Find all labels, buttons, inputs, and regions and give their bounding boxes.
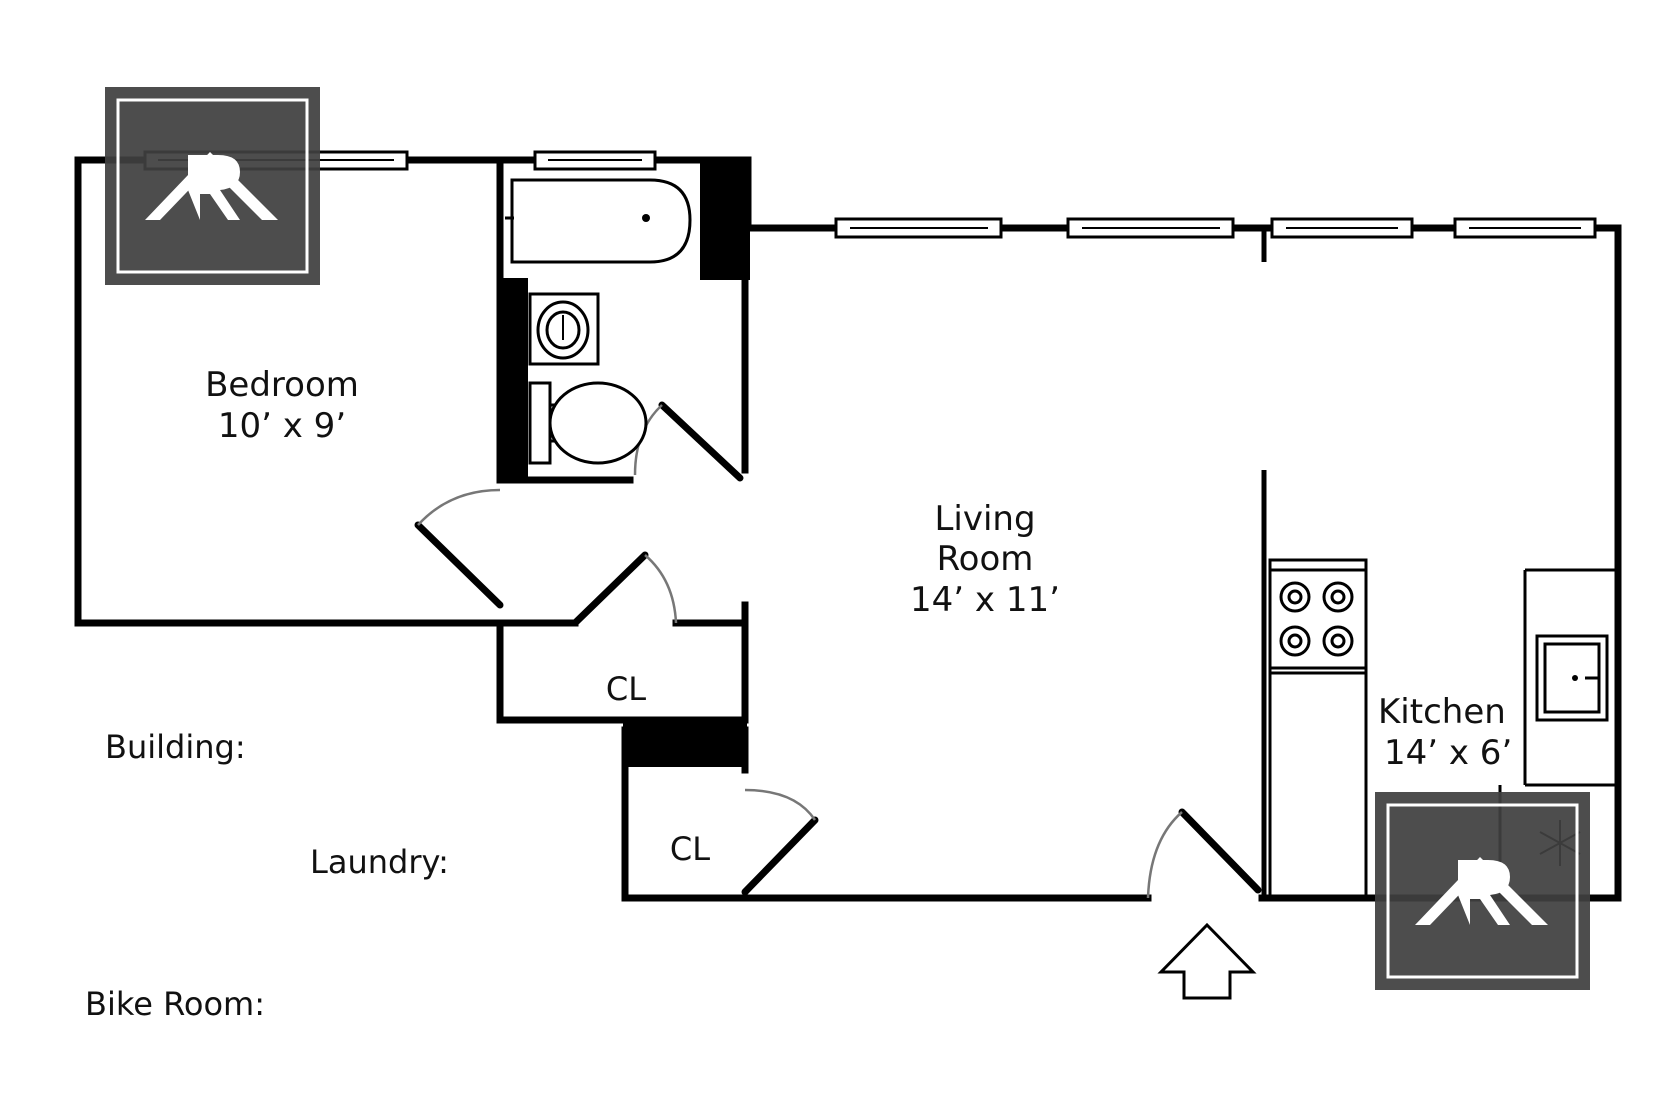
closet-2-door <box>741 816 819 896</box>
window <box>1066 217 1235 239</box>
toilet-icon <box>528 381 648 465</box>
window <box>834 217 1003 239</box>
bedroom-door-swing <box>417 488 501 526</box>
closet-2-label: CL <box>670 830 710 868</box>
bath-door <box>658 401 744 482</box>
building-label: Building: <box>105 728 246 766</box>
window <box>1453 217 1597 239</box>
kitchen-name: Kitchen <box>1378 692 1506 732</box>
kitchen-sink-icon <box>1535 634 1609 722</box>
entry-arrow-icon <box>1157 922 1257 1000</box>
living-size: 14’ x 11’ <box>910 580 1060 620</box>
bathtub-icon <box>505 178 692 264</box>
living-name-line1: Living <box>934 499 1035 539</box>
windows <box>143 150 1597 239</box>
entry-door <box>1178 808 1262 894</box>
bedroom-door <box>414 521 504 609</box>
window <box>1270 217 1414 239</box>
wall-fill <box>498 278 528 478</box>
closet-2-door-swing <box>744 788 817 821</box>
bike-room-label: Bike Room: <box>85 985 265 1023</box>
closet-1-label: CL <box>606 670 646 708</box>
closet-1-door-swing <box>644 554 678 624</box>
logo-icon <box>1375 792 1590 990</box>
living-top-wall <box>744 224 1622 902</box>
window <box>533 150 657 171</box>
closet-2-wall <box>621 726 749 902</box>
kitchen-size: 14’ x 6’ <box>1384 733 1512 773</box>
wall-fill <box>700 158 750 280</box>
living-name-line2: Room <box>937 539 1034 579</box>
doors <box>414 401 1262 899</box>
logo-icon <box>105 87 320 285</box>
wall-fill <box>623 722 747 767</box>
entry-door-swing <box>1146 811 1183 899</box>
bedroom-wall <box>74 156 504 627</box>
laundry-label: Laundry: <box>310 843 449 881</box>
closet-1-door <box>571 551 649 627</box>
closet-1-wall <box>496 601 749 724</box>
sink-icon <box>528 292 600 366</box>
bedroom-name: Bedroom <box>205 365 359 405</box>
stove-icon <box>1268 558 1368 675</box>
bedroom-size: 10’ x 9’ <box>218 406 346 446</box>
